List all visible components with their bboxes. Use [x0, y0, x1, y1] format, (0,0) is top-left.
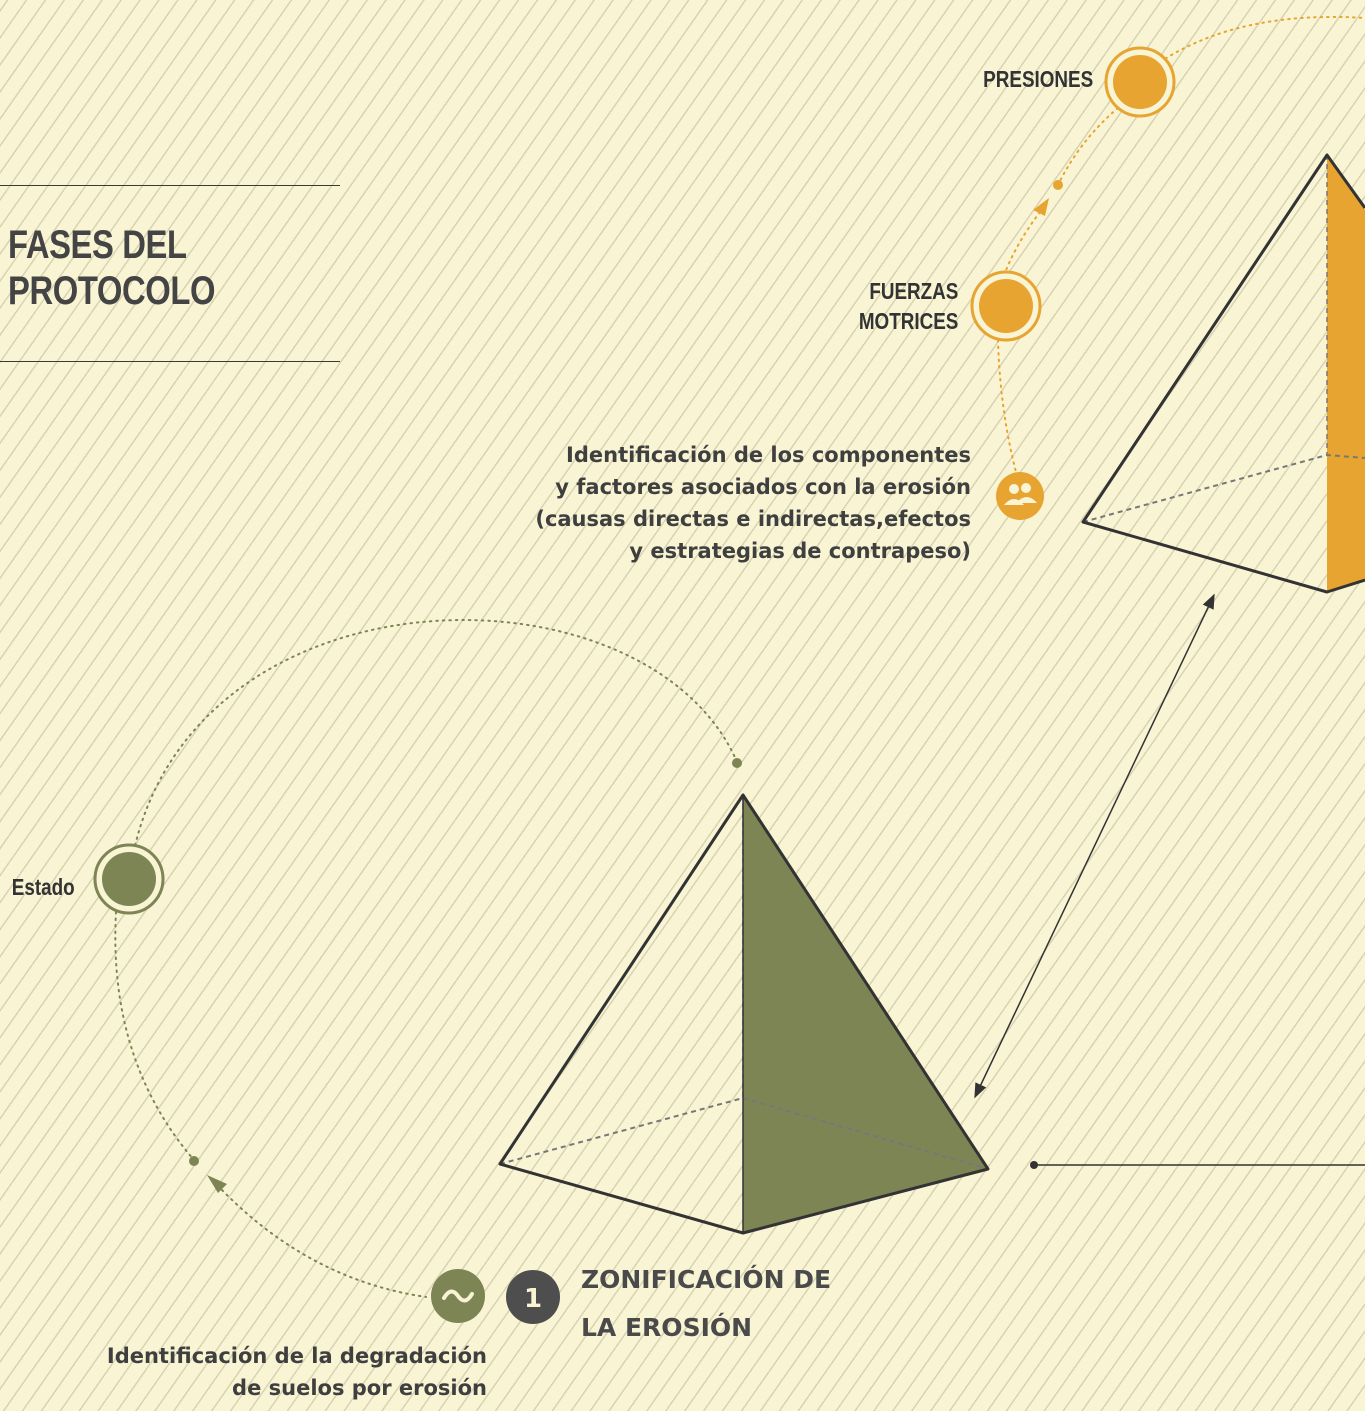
top-desc-line-1: Identificación de los componentes	[566, 443, 971, 467]
top-cycle-dot	[1053, 180, 1063, 190]
phase-number: 1	[524, 1284, 542, 1314]
top-desc-line-2: y factores asociados con la erosión	[555, 475, 971, 499]
presiones-label: PRESIONES	[982, 66, 1093, 92]
phase-title-line-1: ZONIFICACIÓN DE	[581, 1265, 832, 1294]
top-desc-line-3: (causas directas e indirectas,efectos	[535, 507, 971, 531]
fuerzas-motrices-node	[970, 270, 1042, 342]
bottom-cycle-arc-upper	[133, 619, 738, 851]
connector-dot	[1030, 1161, 1038, 1169]
bottom-cycle-arrowhead	[207, 1175, 227, 1193]
title-rule-top	[0, 185, 340, 186]
bottom-cycle-dot-top	[732, 758, 742, 768]
top-pyramid	[1081, 153, 1365, 594]
wave-icon	[431, 1269, 485, 1323]
top-cycle-arc-upper	[1159, 15, 1365, 63]
presiones-node	[1104, 46, 1176, 118]
phase-title: ZONIFICACIÓN DE LA EROSIÓN	[581, 1256, 831, 1352]
top-desc-line-4: y estrategias de contrapeso)	[629, 539, 971, 563]
estado-node	[93, 843, 165, 915]
bottom-pyramid	[498, 793, 990, 1235]
fuerzas-motrices-label: FUERZAS MOTRICES	[858, 276, 958, 336]
title-rule-bottom	[0, 361, 340, 362]
top-cycle-arc-mid	[1057, 107, 1119, 186]
pyramid-link-arrow	[974, 593, 1215, 1099]
top-cycle-description: Identificación de los componentes y fact…	[535, 439, 971, 567]
users-icon	[996, 472, 1044, 520]
bottom-cycle-description: Identificación de la degradación de suel…	[107, 1340, 487, 1404]
bottom-cycle-arc-left	[114, 911, 195, 1161]
title-line-2: PROTOCOLO	[8, 269, 216, 313]
top-cycle-arc-lower	[1002, 211, 1041, 279]
top-cycle-arrowhead	[1033, 198, 1049, 216]
bottom-cycle-dot-bottom	[189, 1156, 199, 1166]
phase-title-line-2: LA EROSIÓN	[581, 1313, 753, 1342]
phase-number-badge: 1	[506, 1270, 560, 1324]
top-cycle-arc-bottom	[997, 339, 1017, 473]
bottom-desc-line-1: Identificación de la degradación	[106, 1344, 487, 1368]
title-line-1: FASES DEL	[8, 223, 187, 267]
fuerzas-line-1: FUERZAS	[868, 278, 958, 304]
bottom-cycle-arc-lower	[221, 1189, 427, 1298]
estado-label: Estado	[12, 874, 75, 900]
fuerzas-line-2: MOTRICES	[858, 308, 958, 334]
page-title: FASES DEL PROTOCOLO	[8, 222, 279, 314]
bottom-desc-line-2: de suelos por erosión	[232, 1376, 487, 1400]
